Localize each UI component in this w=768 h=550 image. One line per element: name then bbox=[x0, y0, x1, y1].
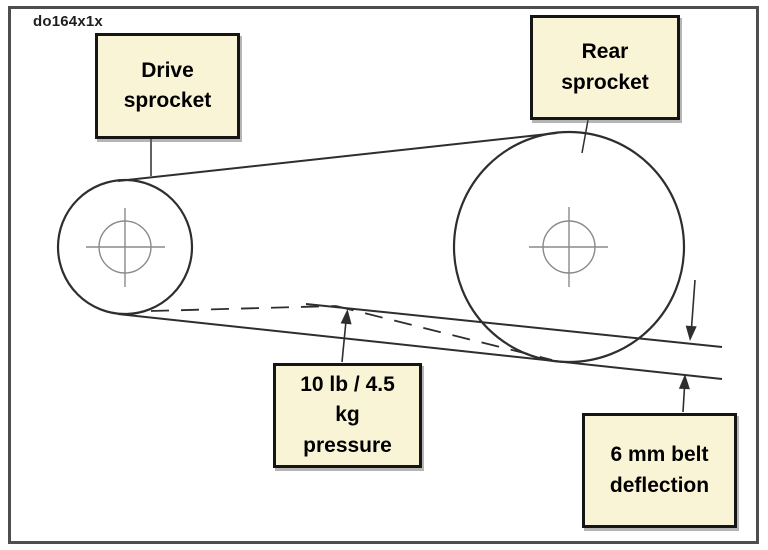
callout-belt-deflection-line2: deflection bbox=[609, 473, 710, 497]
callout-belt-deflection: 6 mm belt deflection bbox=[582, 413, 737, 528]
figure-id-label: do164x1x bbox=[33, 13, 103, 30]
rear-sprocket-leader-line bbox=[581, 119, 589, 154]
belt-deflected-dashed-line-right bbox=[335, 305, 553, 361]
callout-rear-sprocket: Rear sprocket bbox=[530, 15, 680, 120]
callout-drive-sprocket-line1: Drive bbox=[141, 58, 194, 82]
pressure-up-arrow-icon bbox=[340, 309, 352, 363]
belt-deflected-reference-line bbox=[305, 303, 723, 348]
deflection-up-arrow-icon bbox=[678, 374, 690, 413]
callout-pressure-line2: kg bbox=[335, 403, 360, 427]
callout-rear-sprocket-line2: sprocket bbox=[561, 70, 649, 94]
callout-pressure-line1: 10 lb / 4.5 bbox=[300, 372, 395, 396]
callout-drive-sprocket: Drive sprocket bbox=[95, 33, 240, 139]
callout-pressure-line3: pressure bbox=[303, 433, 392, 457]
diagram-frame bbox=[8, 6, 759, 544]
callout-rear-sprocket-line1: Rear bbox=[581, 40, 629, 64]
belt-bottom-line bbox=[117, 313, 723, 380]
callout-belt-deflection-line1: 6 mm belt bbox=[610, 443, 709, 467]
callout-drive-sprocket-line2: sprocket bbox=[123, 89, 212, 112]
belt-deflected-dashed-line-left bbox=[150, 305, 337, 312]
belt-top-line bbox=[117, 132, 558, 182]
deflection-down-arrow-icon bbox=[685, 279, 697, 341]
callout-pressure: 10 lb / 4.5 kg pressure bbox=[273, 363, 422, 468]
